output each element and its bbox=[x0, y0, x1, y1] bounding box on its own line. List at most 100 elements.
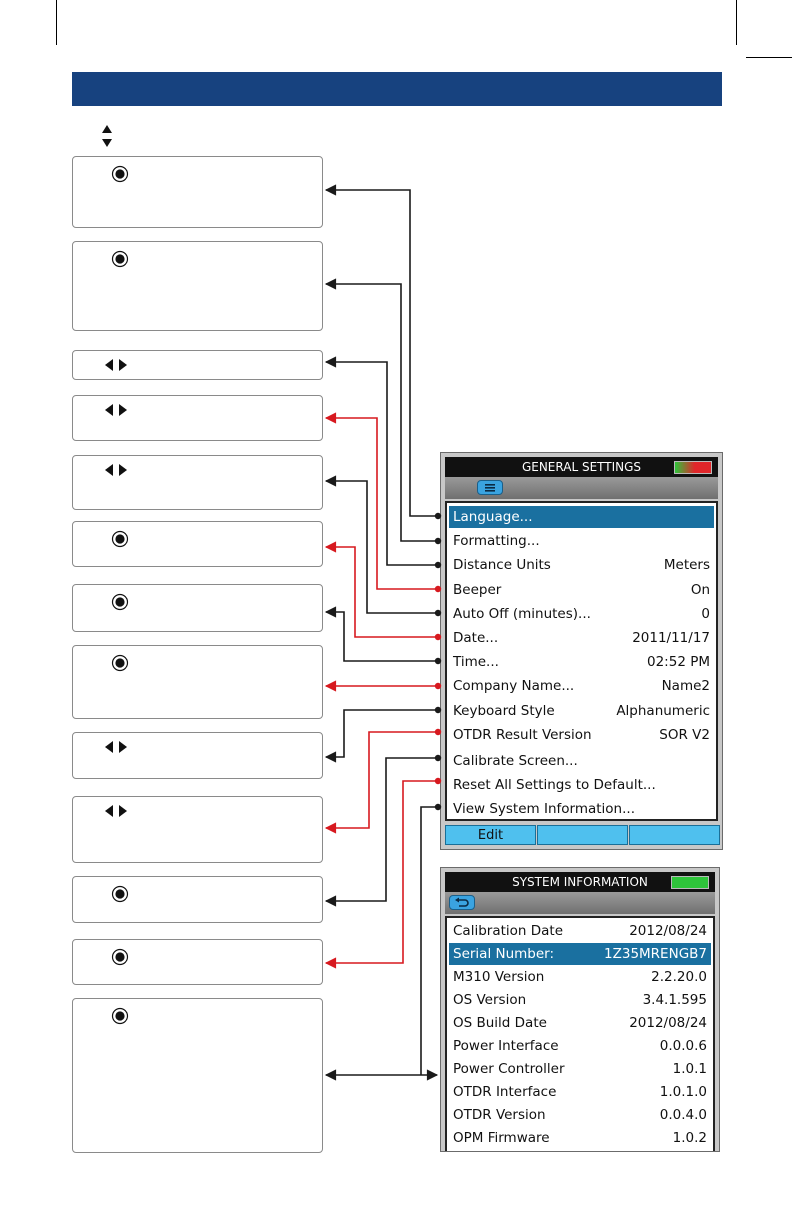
menu-icon bbox=[485, 484, 495, 492]
system-information-item-serial-number[interactable]: Serial Number:1Z35MRENGB7 bbox=[449, 943, 711, 965]
callout-system-information bbox=[72, 998, 323, 1153]
system-information-item-power-controller[interactable]: Power Controller 1.0.1 bbox=[449, 1058, 711, 1080]
menu-button[interactable] bbox=[477, 480, 503, 495]
general-settings-item-label: Time... bbox=[453, 654, 499, 671]
select-button-icon bbox=[111, 654, 129, 677]
callout-formatting bbox=[72, 241, 323, 331]
general-settings-item-distance-units[interactable]: Distance Units Meters bbox=[449, 554, 714, 576]
select-button-icon bbox=[111, 1007, 129, 1030]
general-settings-item-value: On bbox=[690, 581, 710, 598]
general-settings-item-value: Meters bbox=[663, 557, 710, 574]
system-information-item-value: 1.0.1 bbox=[672, 1061, 707, 1077]
softkey-2[interactable] bbox=[537, 825, 628, 845]
general-settings-item-label: Formatting... bbox=[453, 533, 540, 550]
general-settings-item-label: Company Name... bbox=[453, 678, 575, 695]
system-information-item-label: OS Build Date bbox=[453, 1015, 547, 1031]
general-settings-toolbar bbox=[445, 477, 718, 499]
system-information-item-os-build-date[interactable]: OS Build Date 2012/08/24 bbox=[449, 1012, 711, 1034]
connector-distance-units bbox=[324, 356, 438, 566]
battery-indicator-icon bbox=[674, 461, 712, 474]
softkey-3[interactable] bbox=[629, 825, 720, 845]
general-settings-item-date[interactable]: Date...2011/11/17 bbox=[449, 627, 714, 649]
general-settings-title: GENERAL SETTINGS bbox=[521, 460, 642, 474]
select-button-icon bbox=[111, 165, 129, 188]
general-settings-item-calibrate-screen[interactable]: Calibrate Screen... bbox=[449, 750, 714, 772]
general-settings-item-label: Beeper bbox=[453, 581, 502, 598]
system-information-item-os-version[interactable]: OS Version 3.4.1.595 bbox=[449, 989, 711, 1011]
general-settings-item-auto-off-minutes[interactable]: Auto Off (minutes)...0 bbox=[449, 603, 714, 625]
system-information-title: SYSTEM INFORMATION bbox=[512, 875, 648, 889]
callout-otdr-result-version bbox=[72, 796, 323, 863]
general-settings-item-label: Distance Units bbox=[453, 557, 551, 574]
system-information-item-value: 1.0.2 bbox=[672, 1130, 707, 1146]
callout-keyboard-style bbox=[72, 732, 323, 779]
system-information-item-value: 3.4.1.595 bbox=[642, 992, 707, 1008]
general-settings-menu: Language... Formatting... Distance Units Me… bbox=[445, 501, 718, 821]
left-right-arrows-icon bbox=[104, 358, 128, 377]
general-settings-item-language[interactable]: Language... bbox=[449, 506, 714, 528]
callout-reset-settings bbox=[72, 939, 323, 985]
general-settings-item-value: SOR V2 bbox=[659, 726, 710, 743]
connector-keyboard-style bbox=[324, 709, 438, 763]
general-settings-item-label: Date... bbox=[453, 630, 499, 646]
callout-date bbox=[72, 521, 323, 567]
system-information-item-value: 0.0.0.6 bbox=[659, 1038, 707, 1054]
general-settings-item-reset-all-settings-to-default[interactable]: Reset All Settings to Default... bbox=[449, 774, 714, 796]
system-information-item-label: OTDR Interface bbox=[453, 1084, 557, 1100]
connector-language bbox=[324, 184, 438, 517]
crop-mark-right-top bbox=[746, 57, 792, 58]
general-settings-item-beeper[interactable]: Beeper On bbox=[449, 579, 714, 601]
connector-auto-off bbox=[324, 475, 438, 614]
general-settings-item-otdr-result-version[interactable]: OTDR Result Version SOR V2 bbox=[449, 724, 714, 746]
left-right-arrows-icon bbox=[104, 403, 128, 422]
back-button[interactable] bbox=[449, 895, 475, 910]
select-button-icon bbox=[111, 250, 129, 273]
system-information-item-power-interface[interactable]: Power Interface 0.0.0.6 bbox=[449, 1035, 711, 1057]
callout-calibrate-screen bbox=[72, 876, 323, 923]
crop-mark-top-right bbox=[736, 0, 737, 45]
connector-view-system-information bbox=[420, 806, 438, 1075]
general-settings-item-label: OTDR Result Version bbox=[453, 726, 592, 743]
general-settings-item-view-system-information[interactable]: View System Information... bbox=[449, 798, 714, 820]
system-information-item-otdr-interface[interactable]: OTDR Interface 1.0.1.0 bbox=[449, 1081, 711, 1103]
system-information-item-label: OS Version bbox=[453, 992, 527, 1008]
left-right-arrows-icon bbox=[104, 463, 128, 482]
general-settings-title-bar: GENERAL SETTINGS bbox=[445, 457, 718, 477]
select-button-icon bbox=[111, 885, 129, 908]
system-information-item-label: Serial Number: bbox=[453, 946, 555, 962]
connector-time bbox=[324, 606, 438, 662]
system-information-item-calibration-date[interactable]: Calibration Date 2012/08/24 bbox=[449, 920, 711, 942]
battery-charging-icon bbox=[671, 876, 709, 889]
general-settings-item-formatting[interactable]: Formatting... bbox=[449, 530, 714, 552]
connector-date bbox=[324, 541, 438, 638]
system-information-item-label: Power Controller bbox=[453, 1061, 565, 1077]
callout-company-name bbox=[72, 645, 323, 719]
system-information-item-label: Power Interface bbox=[453, 1038, 559, 1054]
callout-language bbox=[72, 156, 323, 228]
callout-distance-units bbox=[72, 350, 323, 380]
left-right-arrows-icon bbox=[104, 740, 128, 759]
connector-reset-settings bbox=[324, 780, 438, 969]
system-information-item-value: 2012/08/24 bbox=[629, 923, 707, 939]
select-button-icon bbox=[111, 593, 129, 616]
callout-beeper bbox=[72, 395, 323, 441]
general-settings-item-company-name[interactable]: Company Name...Name2 bbox=[449, 675, 714, 697]
edit-softkey[interactable]: Edit bbox=[445, 825, 536, 845]
left-right-arrows-icon bbox=[104, 804, 128, 823]
connector-beeper bbox=[324, 412, 438, 590]
general-settings-item-value: 0 bbox=[701, 605, 710, 622]
system-information-item-value: 2012/08/24 bbox=[629, 1015, 707, 1031]
connector-formatting bbox=[324, 278, 438, 542]
connector-otdr-result-version bbox=[324, 731, 438, 834]
crop-mark-top-left bbox=[56, 0, 57, 45]
general-settings-item-time[interactable]: Time...02:52 PM bbox=[449, 651, 714, 673]
select-button-icon bbox=[111, 530, 129, 553]
system-information-item-value: 1.0.1.0 bbox=[659, 1084, 707, 1100]
system-information-item-label: Calibration Date bbox=[453, 923, 564, 939]
